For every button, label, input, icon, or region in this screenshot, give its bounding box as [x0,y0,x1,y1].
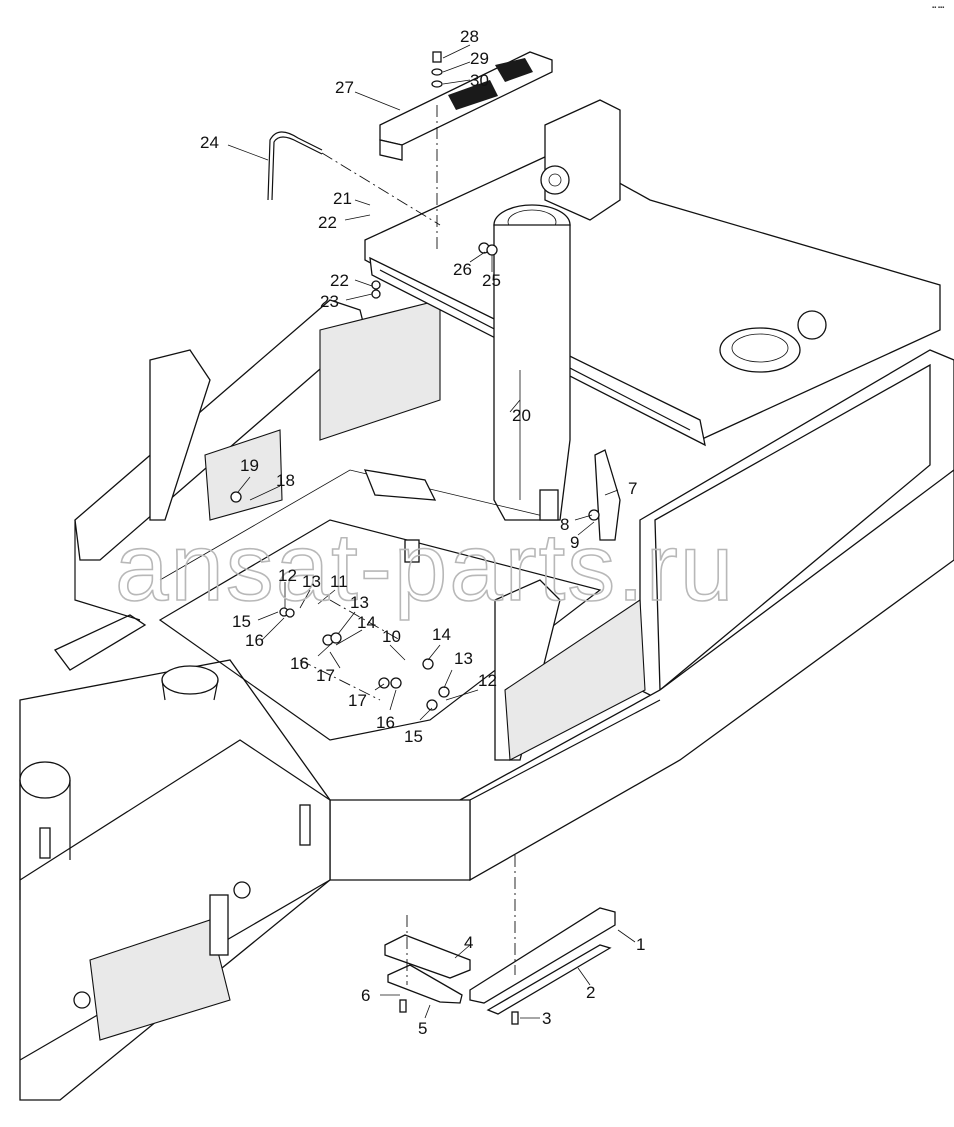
callout-12-lower: 12 [478,671,497,690]
callout-18: 18 [276,471,295,490]
bottom-plates [384,907,616,1015]
callout-13-upper-left: 13 [302,572,321,591]
callout-15-lower: 15 [404,727,423,746]
callout-19: 19 [240,456,259,475]
callout-24: 24 [200,133,219,152]
cover-plate-27 [379,51,553,161]
watermark-text: ansat-parts.ru [115,514,735,621]
callout-14-upper: 14 [357,613,376,632]
hose-24 [267,131,323,201]
callout-25: 25 [482,271,501,290]
callout-28: 28 [460,27,479,46]
callout-10: 10 [382,627,401,646]
callout-14-lower: 14 [432,625,451,644]
callout-16-left: 16 [245,631,264,650]
frame-drawing [19,99,954,1101]
callout-17-upper: 17 [316,666,335,685]
callout-5: 5 [418,1019,427,1038]
callout-9: 9 [570,533,579,552]
callout-13-mid: 13 [350,593,369,612]
leader-lines [227,44,636,1019]
callout-13-lower: 13 [454,649,473,668]
callout-11: 11 [330,572,348,591]
callout-21: 21 [333,189,352,208]
callout-16-mid: 16 [290,654,309,673]
fasteners [230,51,600,1025]
callout-22-lower: 22 [330,271,349,290]
callout-labels: 28 29 30 27 24 21 22 26 25 22 23 20 19 1… [200,27,645,1038]
callout-23: 23 [320,292,339,311]
callout-26: 26 [453,260,472,279]
callout-16-lower: 16 [376,713,395,732]
callout-7: 7 [628,479,637,498]
callout-20: 20 [512,406,531,425]
callout-30: 30 [470,71,489,90]
callout-22-upper: 22 [318,213,337,232]
callout-3: 3 [542,1009,551,1028]
callout-27: 27 [335,78,354,97]
callout-2: 2 [586,983,595,1002]
callout-8: 8 [560,515,569,534]
corner-mark: ▪▪ ▪▪▪ [932,5,944,11]
callout-12-upper: 12 [278,566,297,585]
callout-29: 29 [470,49,489,68]
callout-6: 6 [361,986,370,1005]
callout-4: 4 [464,933,473,952]
callout-17-lower: 17 [348,691,367,710]
callout-1: 1 [636,935,645,954]
callout-15-upper: 15 [232,612,251,631]
assembly-lines [299,105,516,985]
